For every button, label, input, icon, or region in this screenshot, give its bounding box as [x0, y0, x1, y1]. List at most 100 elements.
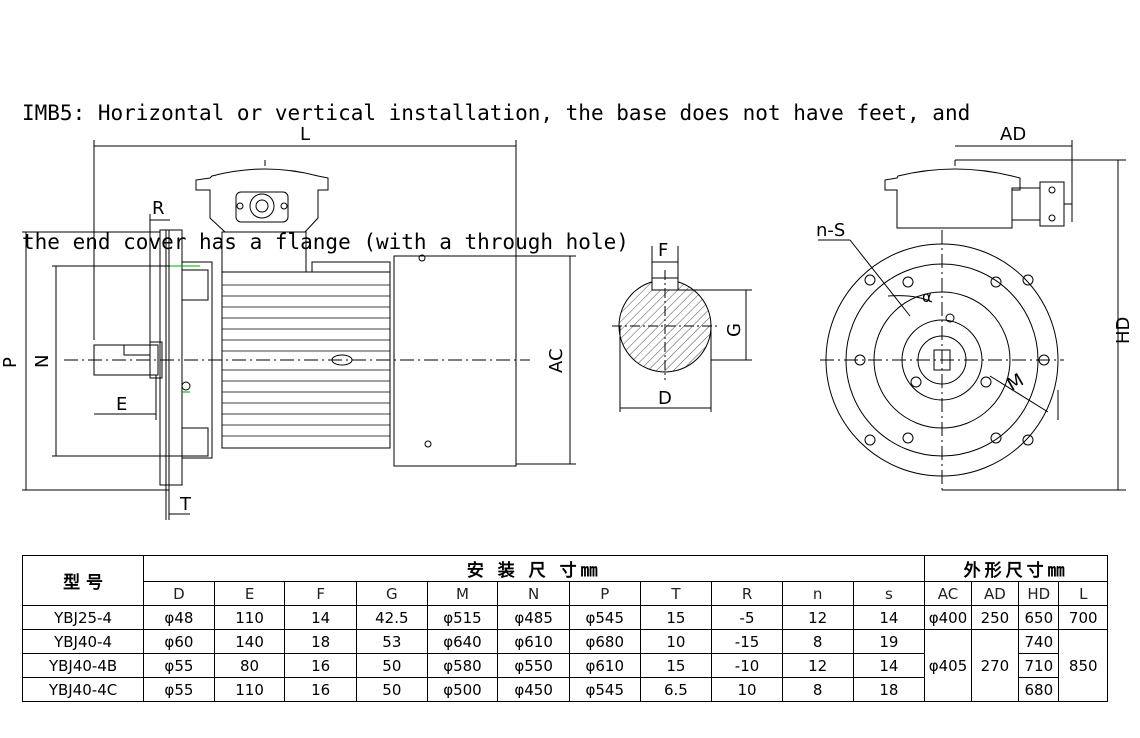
cell-T: 10 [639, 629, 713, 654]
column-header: s [852, 581, 926, 606]
cell-R: -10 [711, 653, 783, 678]
cell-AC: φ400 [924, 605, 972, 630]
label-L: L [300, 124, 310, 145]
table-header-row-2: D E F G M N P T R n s AC AD HD L [23, 581, 1108, 606]
cell-P: φ545 [568, 605, 641, 630]
column-header: D [143, 581, 215, 606]
install-dimensions-header: 安 装 尺 寸㎜ [143, 555, 926, 582]
side-view-labels: L R P N E T AC [0, 124, 567, 515]
heading-line-2: the end cover has a flange (with a throu… [22, 230, 629, 254]
cell-E: 110 [213, 605, 286, 630]
cell-s: 14 [852, 605, 926, 630]
specification-table: 型 号 安 装 尺 寸㎜ 外形尺寸㎜ D E F G M N P T R n s… [21, 555, 1108, 702]
cell-D: φ48 [143, 605, 215, 630]
label-D: D [658, 388, 672, 409]
cell-L: 700 [1058, 605, 1108, 630]
cell-T: 15 [639, 653, 713, 678]
cell-T: 6.5 [639, 677, 713, 702]
cell-N: φ550 [497, 653, 570, 678]
cell-N: φ485 [497, 605, 570, 630]
label-E: E [116, 394, 127, 415]
cell-D: φ55 [143, 677, 215, 702]
cell-n: 12 [781, 653, 854, 678]
model-header: 型 号 [21, 555, 145, 606]
label-P: P [0, 357, 21, 368]
column-header: AC [924, 581, 972, 606]
cell-HD: 740 [1018, 629, 1060, 654]
cell-s: 18 [852, 677, 926, 702]
cell-E: 110 [213, 677, 286, 702]
label-n-S: n-S [816, 220, 845, 241]
cell-n: 8 [781, 677, 854, 702]
technical-drawings: L R P N E T AC F G D [0, 124, 1134, 520]
column-header: N [497, 581, 570, 606]
cell-R: -15 [711, 629, 783, 654]
cell-E: 140 [213, 629, 286, 654]
cell-model: YBJ40-4 [21, 629, 145, 654]
shaft-section-drawing [612, 246, 752, 412]
side-view-drawing [22, 140, 576, 520]
column-header: n [781, 581, 854, 606]
label-AD: AD [1000, 124, 1026, 145]
cell-F: 16 [284, 653, 358, 678]
label-M: M [1004, 370, 1028, 396]
column-header: E [213, 581, 286, 606]
cell-D: φ55 [143, 653, 215, 678]
outline-dimensions-header: 外形尺寸㎜ [924, 555, 1108, 582]
cell-s: 19 [852, 629, 926, 654]
cell-n: 12 [781, 605, 854, 630]
cell-G: 53 [356, 629, 428, 654]
column-header: G [356, 581, 428, 606]
table-row: YBJ40-4C φ55 110 16 50 φ500 φ450 φ545 6.… [21, 677, 1108, 702]
cell-F: 14 [284, 605, 358, 630]
cell-M: φ640 [426, 629, 499, 654]
cell-model: YBJ25-4 [21, 605, 145, 630]
cell-P: φ680 [568, 629, 641, 654]
cell-N: φ450 [497, 677, 570, 702]
front-view-drawing [818, 140, 1126, 491]
shaft-section-labels: F G D [658, 240, 745, 409]
cell-n: 8 [781, 629, 854, 654]
column-header: HD [1018, 581, 1060, 606]
cell-AD-merged: 270 [970, 629, 1020, 702]
label-N: N [32, 355, 53, 368]
cell-G: 42.5 [356, 605, 428, 630]
page-heading: IMB5: Horizontal or vertical installatio… [22, 6, 970, 307]
cell-D: φ60 [143, 629, 215, 654]
label-HD: HD [1113, 317, 1134, 344]
front-view-labels: AD n-S α M HD [816, 124, 1134, 396]
table-row: YBJ40-4 φ60 140 18 53 φ640 φ610 φ680 10 … [21, 629, 1108, 702]
column-header: M [426, 581, 499, 606]
cell-P: φ610 [568, 653, 641, 678]
cell-R: -5 [711, 605, 783, 630]
cell-AC-merged: φ405 [924, 629, 972, 702]
table-header-row-1: 型 号 安 装 尺 寸㎜ 外形尺寸㎜ [21, 555, 1108, 606]
heading-line-1: IMB5: Horizontal or vertical installatio… [22, 101, 971, 125]
cell-T: 15 [639, 605, 713, 630]
cell-HD: 710 [1018, 653, 1060, 678]
cell-R: 10 [711, 677, 783, 702]
label-G: G [724, 323, 745, 337]
table-row: YBJ25-4 φ48 110 14 42.5 φ515 φ485 φ545 1… [21, 605, 1108, 630]
cell-model: YBJ40-4B [21, 653, 145, 678]
label-R: R [152, 198, 165, 219]
cell-AD: 250 [970, 605, 1020, 630]
column-header: AD [970, 581, 1020, 606]
cell-P: φ545 [568, 677, 641, 702]
column-header: L [1058, 581, 1108, 606]
cell-F: 18 [284, 629, 358, 654]
label-T: T [179, 494, 192, 515]
label-F: F [658, 240, 668, 261]
cell-G: 50 [356, 677, 428, 702]
column-header: F [284, 581, 358, 606]
cell-model: YBJ40-4C [21, 677, 145, 702]
cell-M: φ500 [426, 677, 499, 702]
column-header: R [711, 581, 783, 606]
label-alpha: α [922, 288, 932, 306]
cell-HD: 680 [1018, 677, 1060, 702]
column-header: P [568, 581, 641, 606]
cell-s: 14 [852, 653, 926, 678]
cell-G: 50 [356, 653, 428, 678]
cell-M: φ580 [426, 653, 499, 678]
cell-N: φ610 [497, 629, 570, 654]
